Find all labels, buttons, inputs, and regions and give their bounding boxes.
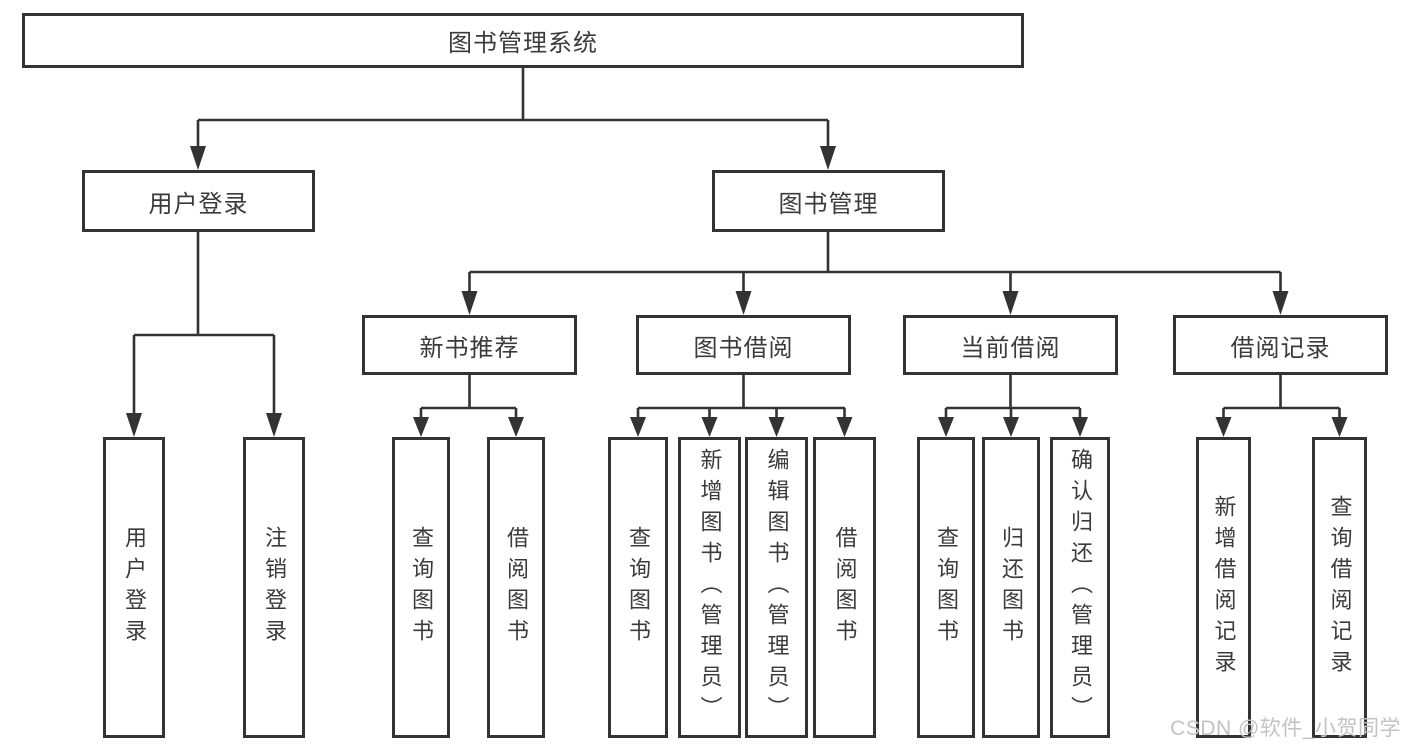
leaf-user-login: 用户登录 xyxy=(103,437,165,738)
node-label: 归还图书 xyxy=(999,525,1024,650)
node-user-login: 用户登录 xyxy=(82,170,315,232)
leaf-query-borrow-record: 查询借阅记录 xyxy=(1312,437,1367,738)
leaf-return-books: 归还图书 xyxy=(982,437,1040,738)
leaf-borrow-books: 借阅图书 xyxy=(813,437,876,738)
node-label: 借阅图书 xyxy=(832,525,858,650)
node-borrow-records: 借阅记录 xyxy=(1173,315,1388,375)
leaf-logout: 注销登录 xyxy=(243,437,305,738)
node-label: 图书借阅 xyxy=(693,334,794,362)
leaf-query-books-recommend: 查询图书 xyxy=(392,437,450,738)
node-label: 图书管理系统 xyxy=(448,30,598,57)
watermark: CSDN @软件_小贺同学 xyxy=(1170,717,1401,740)
node-label: 用户登录 xyxy=(148,190,249,218)
node-label: 新增图书（管理员） xyxy=(697,448,723,727)
leaf-borrow-books-recommend: 借阅图书 xyxy=(487,437,545,738)
node-label: 查询图书 xyxy=(626,525,651,650)
node-label: 注销登录 xyxy=(262,525,287,650)
leaf-add-borrow-record: 新增借阅记录 xyxy=(1196,437,1251,738)
node-label: 借阅图书 xyxy=(504,525,529,650)
node-library-management-system: 图书管理系统 xyxy=(22,13,1024,68)
node-label: 新增借阅记录 xyxy=(1211,494,1237,681)
node-book-management: 图书管理 xyxy=(712,170,945,232)
leaf-add-book-admin: 新增图书（管理员） xyxy=(678,437,741,738)
arrowheads xyxy=(126,146,1348,437)
node-label: 当前借阅 xyxy=(960,334,1061,362)
node-label: 图书管理 xyxy=(778,190,879,218)
node-book-borrow: 图书借阅 xyxy=(636,315,851,375)
node-label: 查询图书 xyxy=(409,525,434,650)
node-label: 用户登录 xyxy=(122,525,147,650)
leaf-confirm-return-admin: 确认归还（管理员） xyxy=(1050,437,1110,738)
leaf-query-books-current: 查询图书 xyxy=(917,437,975,738)
node-label: 借阅记录 xyxy=(1230,334,1331,362)
node-label: 确认归还（管理员） xyxy=(1068,448,1093,727)
leaf-query-books-borrow: 查询图书 xyxy=(608,437,668,738)
leaf-edit-book-admin: 编辑图书（管理员） xyxy=(745,437,808,738)
node-current-borrow: 当前借阅 xyxy=(903,315,1118,375)
node-label: 查询借阅记录 xyxy=(1327,494,1353,681)
node-new-book-recommend: 新书推荐 xyxy=(362,315,577,375)
node-label: 查询图书 xyxy=(934,525,959,650)
node-label: 编辑图书（管理员） xyxy=(764,448,790,727)
node-label: 新书推荐 xyxy=(419,334,520,362)
